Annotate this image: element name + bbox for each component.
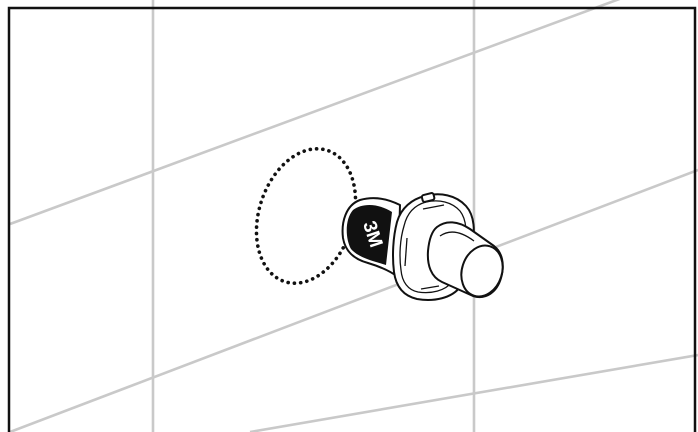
base-slot-top: [422, 204, 445, 210]
image-frame: [7, 6, 697, 432]
base-slot-left: [404, 237, 408, 267]
base-latch: [420, 192, 436, 203]
base-slot-bottom: [420, 285, 440, 290]
knob-end-cap: [460, 244, 504, 298]
grout-line-diagonal-1: [9, 0, 621, 226]
base-plate-rim: [399, 200, 467, 294]
hook-knob: [426, 221, 504, 298]
tile-grid: [9, 0, 698, 432]
grout-line-diagonal-3: [249, 353, 698, 432]
grout-line-diagonal-2: [9, 168, 698, 432]
adhesive-strip-tab: 3M: [341, 197, 401, 278]
knob-highlight: [439, 231, 475, 242]
tab-logo-field: [346, 204, 392, 265]
